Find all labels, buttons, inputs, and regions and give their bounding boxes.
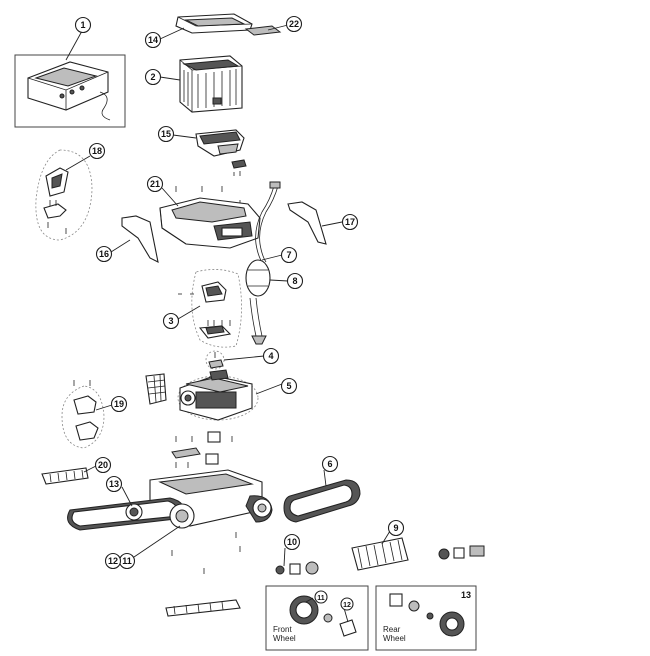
callout-8: 8 (286, 272, 304, 290)
svg-text:3: 3 (168, 316, 173, 326)
svg-text:1: 1 (80, 20, 85, 30)
callout-11: 11 (118, 552, 136, 570)
part-1-power-supply (14, 54, 126, 128)
svg-text:22: 22 (289, 19, 299, 29)
svg-text:7: 7 (286, 250, 291, 260)
svg-text:4: 4 (268, 351, 273, 361)
svg-text:6: 6 (327, 459, 332, 469)
callout-12: 12 (104, 552, 122, 570)
callout-7: 7 (280, 246, 298, 264)
part-9-brush-roller (351, 537, 409, 571)
callout-13-rear-wheel: 13 (461, 590, 471, 600)
callout-11-front-wheel: 11 (314, 590, 328, 604)
callout-17: 17 (341, 213, 359, 231)
callout-12-front-wheel: 12 (340, 597, 354, 611)
svg-text:8: 8 (292, 276, 297, 286)
leader-lines (65, 24, 391, 623)
callout-20: 20 (94, 456, 112, 474)
svg-text:2: 2 (150, 72, 155, 82)
svg-text:12: 12 (343, 602, 351, 609)
svg-text:12: 12 (108, 556, 118, 566)
callout-21: 21 (146, 175, 164, 193)
svg-text:13: 13 (109, 479, 119, 489)
svg-text:9: 9 (393, 523, 398, 533)
rear-wheel-box: Rear Wheel (375, 585, 477, 651)
brush-hardware (438, 545, 485, 560)
callout-15: 15 (157, 125, 175, 143)
part-14-top-cover (175, 13, 253, 34)
callout-3: 3 (162, 312, 180, 330)
part-7-8-cable-swivel (245, 181, 281, 345)
robot-chassis (67, 469, 273, 531)
front-wheel-label-line2: Wheel (273, 634, 296, 643)
part-21-body-housing (159, 186, 261, 249)
part-10-hub-parts (275, 561, 319, 575)
bottom-brush-strip (165, 532, 241, 617)
callout-10: 10 (283, 533, 301, 551)
callout-2: 2 (144, 68, 162, 86)
rear-wheel-label-line2: Wheel (383, 634, 406, 643)
svg-text:15: 15 (161, 129, 171, 139)
svg-text:17: 17 (345, 217, 355, 227)
callout-18: 18 (88, 142, 106, 160)
svg-text:13: 13 (461, 590, 471, 600)
part-15-impeller-cover (195, 129, 247, 176)
svg-text:16: 16 (99, 249, 109, 259)
rear-wheel-label-line1: Rear (383, 625, 401, 634)
callout-13: 13 (105, 475, 123, 493)
part-2-filter-basket (179, 55, 243, 113)
callout-1: 1 (74, 16, 92, 34)
callout-16: 16 (95, 245, 113, 263)
part-18-clip-set (35, 149, 93, 241)
svg-text:20: 20 (98, 460, 108, 470)
svg-text:19: 19 (114, 399, 124, 409)
part-3-motor-cover (178, 269, 242, 348)
callout-4: 4 (262, 347, 280, 365)
callout-9: 9 (387, 519, 405, 537)
part-22-lid-piece (244, 25, 282, 36)
svg-text:10: 10 (287, 537, 297, 547)
motor-hardware (171, 431, 233, 468)
part-4-impeller (205, 350, 225, 370)
svg-text:21: 21 (150, 179, 160, 189)
part-16-side-panel (121, 215, 159, 263)
part-19-clip-set (61, 380, 105, 449)
callout-5: 5 (280, 377, 298, 395)
callouts: 1 2 3 4 5 6 7 8 9 10 11 12 11 12 13 14 1… (74, 15, 471, 611)
callout-14: 14 (144, 31, 162, 49)
part-5-motor-unit (177, 369, 259, 421)
callout-22: 22 (285, 15, 303, 33)
part-20-brush-strip (41, 467, 89, 485)
callout-6: 6 (321, 455, 339, 473)
svg-text:11: 11 (122, 556, 132, 566)
svg-text:11: 11 (317, 595, 325, 602)
part-6-track (283, 479, 361, 523)
svg-text:18: 18 (92, 146, 102, 156)
svg-text:14: 14 (148, 35, 158, 45)
part-17-side-panel (287, 201, 327, 245)
svg-text:5: 5 (286, 381, 291, 391)
side-filter-grid (145, 373, 167, 405)
front-wheel-label-line1: Front (273, 625, 292, 634)
callout-19: 19 (110, 395, 128, 413)
